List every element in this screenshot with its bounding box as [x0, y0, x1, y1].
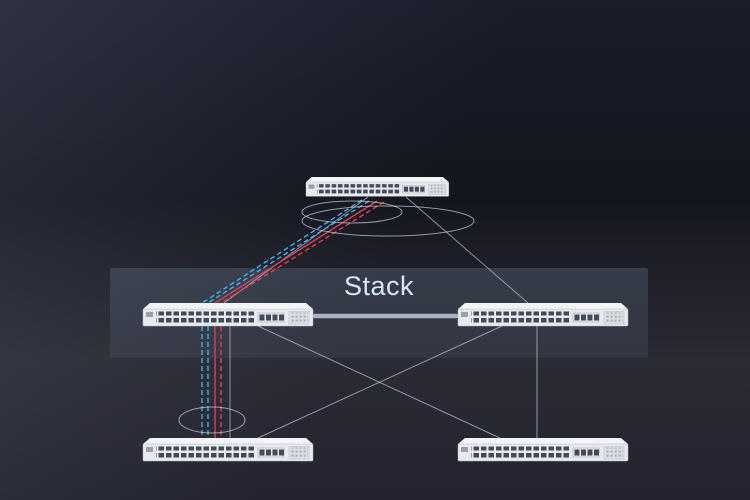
aggregation-loop-access: [178, 406, 246, 434]
link-core-to-stack1: [223, 196, 369, 304]
access-switch-2: [457, 437, 629, 462]
stack-member-1-switch: [142, 302, 314, 327]
lag-red-line-2: [220, 201, 385, 304]
lag-red-line-1: [214, 200, 378, 304]
aggregation-loop-core-small: [301, 200, 403, 224]
stack-label: Stack: [343, 271, 415, 301]
link-core-to-stack2: [405, 196, 529, 304]
lag-blue-line-1: [201, 199, 363, 304]
lag-blue-line-2: [207, 200, 370, 304]
aggregation-loop-core-large: [301, 205, 475, 237]
stack-member-2-switch: [457, 302, 629, 327]
core-switch: [305, 176, 450, 197]
link-stack2-to-access1: [257, 325, 503, 439]
access-switch-1: [142, 437, 314, 462]
